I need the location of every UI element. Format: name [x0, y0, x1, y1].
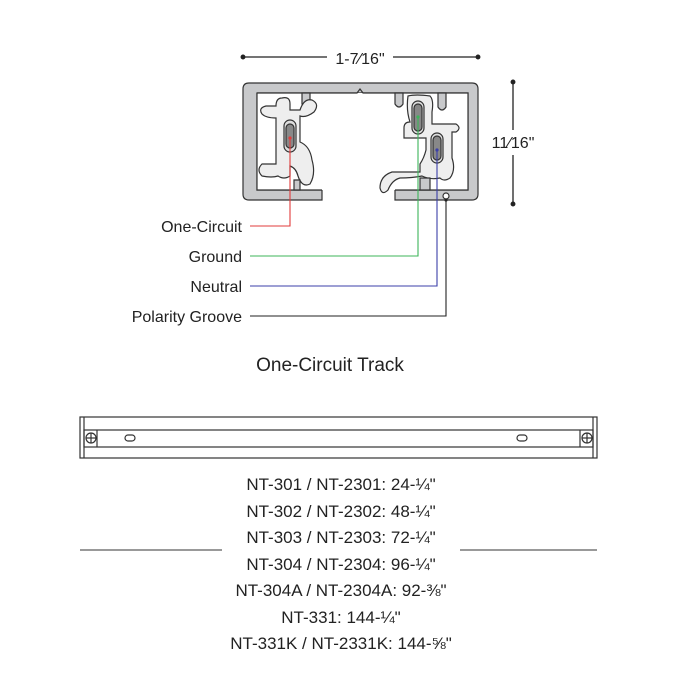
length-list: NT-301 / NT-2301: 24-¼" NT-302 / NT-2302…	[230, 475, 451, 653]
mounting-slot	[516, 434, 528, 442]
length-item: NT-331: 144-¼"	[281, 608, 400, 627]
label-polarity-groove: Polarity Groove	[132, 309, 242, 326]
length-item: NT-304A / NT-2304A: 92-⅜"	[235, 581, 446, 600]
mounting-slot	[124, 434, 136, 442]
label-one-circuit: One-Circuit	[161, 219, 242, 236]
track-profile	[242, 82, 479, 201]
height-dimension	[510, 79, 516, 207]
ground-leader	[250, 117, 419, 257]
width-dimension	[240, 54, 481, 60]
length-item: NT-303 / NT-2303: 72-¼"	[246, 528, 435, 547]
width-dimension-label: 1-7⁄16"	[335, 51, 384, 68]
screw-icon	[581, 432, 593, 444]
length-item: NT-301 / NT-2301: 24-¼"	[246, 475, 435, 494]
track-side-view	[79, 416, 598, 459]
diagram-title: One-Circuit Track	[256, 355, 404, 376]
length-item: NT-331K / NT-2331K: 144-⅝"	[230, 634, 451, 653]
length-item: NT-304 / NT-2304: 96-¼"	[246, 555, 435, 574]
polarity-groove-leader	[250, 200, 447, 317]
neutral-leader	[250, 150, 438, 287]
length-item: NT-302 / NT-2302: 48-¼"	[246, 502, 435, 521]
screw-icon	[85, 432, 97, 444]
height-dimension-label: 11⁄16"	[492, 135, 535, 152]
leader-lines	[250, 115, 448, 317]
label-neutral: Neutral	[190, 279, 242, 296]
one-circuit-leader	[250, 138, 291, 227]
label-ground: Ground	[189, 249, 242, 266]
